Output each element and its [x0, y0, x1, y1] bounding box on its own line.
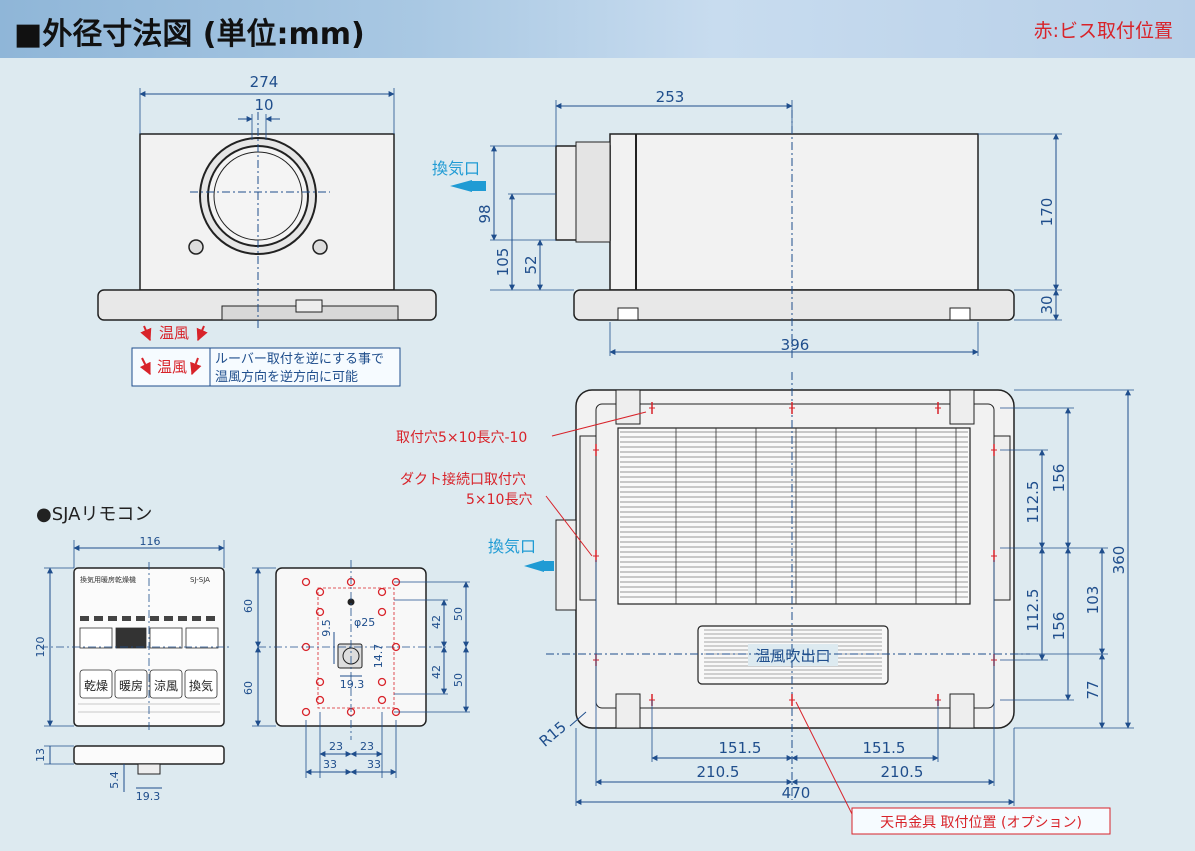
dim-210-5-left: 210.5 [697, 763, 740, 781]
mount-dim-42-top: 42 [430, 615, 443, 629]
exhaust-arrow-icon [450, 180, 472, 192]
screw-hole-left [188, 239, 204, 255]
hanger-label-box [851, 807, 1111, 835]
dim-105: 105 [494, 248, 512, 277]
dim-52: 52 [522, 255, 540, 274]
mount-dim-50-bottom: 50 [452, 673, 465, 687]
duct-hole-label-1: ダクト接続口取付穴 [400, 471, 526, 488]
dim-77: 77 [1084, 680, 1102, 699]
dim-170: 170 [1038, 198, 1056, 227]
remote-heading: ●SJAリモコン [36, 504, 152, 525]
mount-dim-60-bottom: 60 [242, 681, 255, 695]
side-body [609, 133, 979, 291]
exhaust-port-label: 換気口 [432, 159, 480, 178]
intake-grille [617, 427, 971, 605]
mount-dim-50-top: 50 [452, 607, 465, 621]
duct-hole-label-2: 5×10長穴 [466, 492, 532, 508]
remote-button-label: 涼風 [154, 678, 178, 693]
hanger-label: 天吊金具 取付位置 (オプション) [880, 815, 1082, 831]
dim-112-5-top: 112.5 [1024, 481, 1042, 524]
bottom-view: 温風吹出口 取付穴5×10長穴-10 ダクト接続口取付穴 5×10長穴 換気口 … [396, 372, 1134, 835]
mount-dim-33-right: 33 [367, 758, 381, 771]
remote-dim-5-4: 5.4 [108, 771, 121, 789]
dim-253: 253 [656, 88, 685, 106]
mount-dim-33-left: 33 [323, 758, 337, 771]
mounting-hole-label: 取付穴5×10長穴-10 [396, 430, 527, 446]
remote-brand: SJ-SJA [190, 576, 210, 584]
mount-dim-14-7: 14.7 [372, 644, 385, 669]
bottom-exhaust-label: 換気口 [488, 537, 536, 556]
dim-156-bottom: 156 [1050, 612, 1068, 641]
mount-dim-phi-25: φ25 [354, 616, 375, 629]
radius-label: R15 [536, 718, 570, 751]
warm-air-label-reversed: 温風 [157, 358, 187, 376]
mount-dim-23-left: 23 [329, 740, 343, 753]
louver-note-box [131, 347, 401, 387]
remote-dim-19-3: 19.3 [136, 790, 161, 803]
header-bar: ■外径寸法図 (単位:mm) 赤:ビス取付位置 [0, 0, 1195, 58]
louver-note-line2: 温風方向を逆方向に可能 [215, 369, 358, 385]
bottom-duct-port [555, 519, 577, 611]
dim-274: 274 [250, 73, 279, 91]
mount-dim-23-right: 23 [360, 740, 374, 753]
mount-dim-19-3: 19.3 [340, 678, 365, 691]
remote-dim-120: 120 [34, 637, 47, 658]
dim-396: 396 [781, 336, 810, 354]
screw-hole-right [312, 239, 328, 255]
dim-151-5-left: 151.5 [719, 739, 762, 757]
side-base [573, 289, 1015, 321]
dim-112-5-bottom: 112.5 [1024, 589, 1042, 632]
bottom-exhaust-arrow-icon [524, 560, 544, 572]
dim-30: 30 [1038, 295, 1056, 314]
dim-10: 10 [254, 96, 273, 114]
remote-button-label: 乾燥 [84, 679, 108, 693]
mount-dim-42-bottom: 42 [430, 665, 443, 679]
warm-air-label: 温風 [159, 324, 189, 342]
legend-text: 赤:ビス取付位置 [1033, 20, 1173, 42]
louver-note-line1: ルーバー取付を逆にする事で [215, 351, 384, 367]
dim-98: 98 [476, 204, 494, 223]
remote-section: ●SJAリモコン 換気用暖房乾燥機 SJ-SJA 乾燥暖房涼風換気 116 [34, 504, 470, 803]
remote-dim-13: 13 [34, 748, 47, 762]
dim-103: 103 [1084, 586, 1102, 615]
remote-button-label: 暖房 [119, 678, 143, 693]
remote-panel-title: 換気用暖房乾燥機 [80, 575, 136, 584]
outlet-label: 温風吹出口 [755, 647, 830, 665]
remote-dim-116: 116 [140, 535, 161, 548]
dim-360: 360 [1110, 546, 1128, 575]
mount-dim-60-top: 60 [242, 599, 255, 613]
remote-button-label: 換気 [189, 678, 213, 693]
dim-151-5-right: 151.5 [863, 739, 906, 757]
side-view: 換気口 253 396 170 30 [432, 88, 1062, 360]
front-view: 274 10 温風 温風 ルーバー取付を逆にする事で 温風方向を逆方向に可能 [97, 73, 437, 387]
dim-470: 470 [782, 784, 811, 802]
mount-dim-9-5: 9.5 [320, 619, 333, 637]
page-title: ■外径寸法図 (単位:mm) [14, 17, 365, 52]
remote-side [73, 745, 225, 765]
dim-210-5-right: 210.5 [881, 763, 924, 781]
dim-156-top: 156 [1050, 464, 1068, 493]
